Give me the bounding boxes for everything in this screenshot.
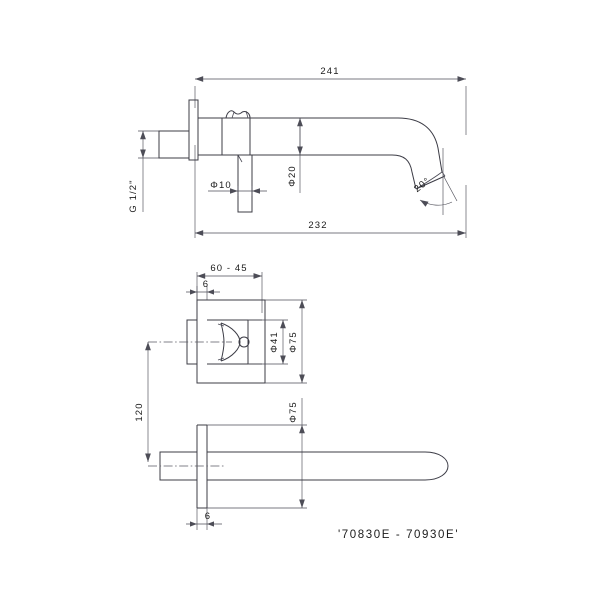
handle-escutcheon-plate — [196, 299, 266, 384]
dim-label-phi75-handle: Φ75 — [288, 331, 299, 352]
spout-escutcheon-plate — [196, 424, 208, 509]
dim-label-232: 232 — [308, 220, 327, 231]
mixer-body-block-side — [221, 110, 251, 156]
handle-index-button — [238, 336, 250, 348]
dimension-plate-thickness-handle: 6 — [186, 279, 220, 300]
dimension-lever-shaft-diameter: Φ10 — [208, 180, 267, 196]
dimension-thread-size: G 1/2" — [128, 130, 160, 213]
dimension-overall-length-top: 241 — [194, 66, 467, 135]
dim-label-241: 241 — [320, 66, 339, 77]
spout-body-side — [198, 117, 446, 190]
dim-label-phi41: Φ41 — [269, 331, 280, 352]
dimension-handle-body-diameter: Φ41 — [248, 319, 288, 365]
dim-label-120: 120 — [134, 402, 145, 421]
dimension-plate-diameter-handle: Φ75 — [265, 299, 307, 384]
dimension-centre-distance: 120 — [134, 341, 151, 462]
view-side-elevation: 241 232 G 1/2" — [128, 66, 467, 238]
dim-label-phi20: Φ20 — [287, 165, 298, 186]
dim-label-g-half-inch: G 1/2" — [128, 179, 139, 212]
spout-tube-front — [207, 451, 449, 481]
dim-label-20-degrees: 20° — [412, 175, 433, 195]
lever-handle-crescent — [217, 322, 241, 362]
dimension-spout-tube-diameter: Φ20 — [287, 117, 303, 193]
dim-label-6-handle: 6 — [203, 279, 209, 290]
dimension-plate-thickness-spout: 6 — [186, 508, 222, 530]
lever-handle-stem-side — [237, 154, 253, 213]
dimension-plate-diameter-spout: Φ75 — [207, 398, 307, 509]
view-handle-plate-elevation: 60 - 45 6 — [148, 263, 307, 384]
dimension-outlet-angle: 20° — [412, 148, 458, 215]
dim-label-phi75-spout: Φ75 — [288, 401, 299, 422]
inlet-thread-stub — [158, 130, 190, 159]
wall-escutcheon-plate-side — [188, 99, 199, 161]
view-spout-plate-elevation: 120 Φ75 — [134, 341, 449, 530]
dim-label-6-spout: 6 — [205, 511, 211, 522]
dim-label-phi10: Φ10 — [210, 180, 231, 191]
part-number-label: '70830E - 70930E' — [338, 529, 459, 541]
dim-label-60-45: 60 - 45 — [210, 263, 247, 274]
